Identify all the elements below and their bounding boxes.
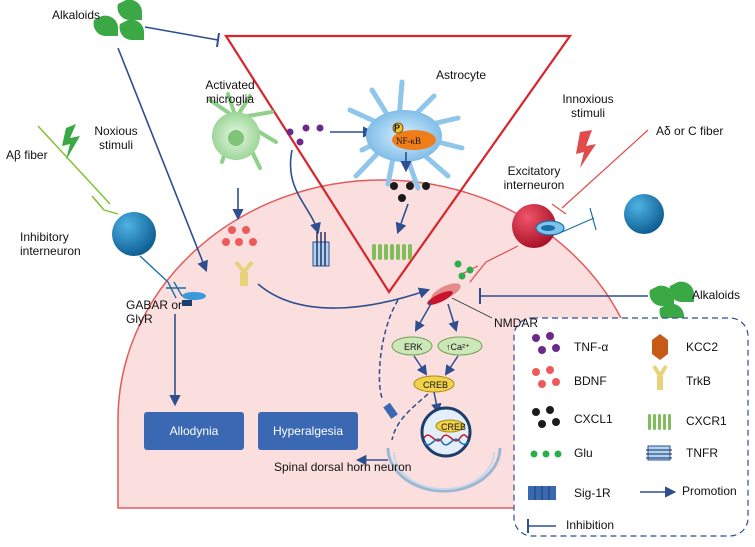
excitatory-interneuron-cell <box>512 204 556 248</box>
legend-trkb-label: TrkB <box>686 374 711 388</box>
trkb-to-nmdar-arrow <box>257 283 431 309</box>
alkaloids-right-label: Alkaloids <box>692 288 741 302</box>
noxious-bolt-icon <box>62 124 80 160</box>
legend-promotion-label: Promotion <box>682 484 737 498</box>
legend-bdnf-label: BDNF <box>574 374 607 388</box>
creb-nucleus-label: CREB <box>441 422 467 432</box>
creb-label: CREB <box>423 380 449 390</box>
allodynia-label: Allodynia <box>169 424 219 438</box>
alkaloids-top-label: Alkaloids <box>52 8 101 22</box>
excitatory-interneuron-label: Excitatory interneuron <box>503 164 565 192</box>
legend-tnfr-label: TNFR <box>686 446 718 460</box>
legend-glu-label: Glu <box>574 446 593 460</box>
nmdar-receptor <box>427 283 461 305</box>
legend-kcc2-label: KCC2 <box>686 340 719 354</box>
legend-cxcr1-label: CXCR1 <box>686 414 727 428</box>
adelta-c-fiber-label: Aδ or C fiber <box>656 124 724 138</box>
inhibitory-interneuron-cell <box>112 212 156 256</box>
inhibitory-interneuron-label: Inhibitory interneuron <box>20 230 81 258</box>
right-blue-neuron <box>624 194 664 234</box>
legend-tnf-label: TNF-α <box>574 340 609 354</box>
innoxious-bolt-icon <box>576 130 596 168</box>
gabar-receptor <box>182 292 206 306</box>
legend-tnfr-icon <box>646 445 672 461</box>
legend-kcc2-icon <box>652 334 668 360</box>
legend-sig1r-label: Sig-1R <box>574 486 611 500</box>
spinal-dorsal-horn-neuron-label: Spinal dorsal horn neuron <box>274 460 412 474</box>
legend-trkb-icon <box>652 364 668 390</box>
ca-label: ↑Ca²⁺ <box>446 342 470 352</box>
legend-cxcr1-icon <box>648 414 671 430</box>
legend-inhibition-label: Inhibition <box>566 518 615 532</box>
nfkb-label: NF-κB <box>396 136 422 146</box>
adelta-c-fiber <box>551 129 649 215</box>
erk-label: ERK <box>404 342 423 352</box>
ca-node <box>437 336 483 356</box>
innoxious-stimuli-label: Innoxious stimuli <box>562 92 614 120</box>
alkaloid-inhibition-line-top <box>144 26 219 41</box>
hyperalgesia-box <box>258 412 358 450</box>
tnfr-receptor <box>312 232 330 267</box>
nmdar-label: NMDAR <box>494 316 538 330</box>
cxcr1-receptor <box>372 244 412 260</box>
abeta-fiber <box>37 125 119 215</box>
glia-triangle <box>223 34 573 294</box>
legend-cxcl1-label: CXCL1 <box>574 412 613 426</box>
erk-node <box>391 336 433 356</box>
astrocyte-label: Astrocyte <box>436 68 487 82</box>
alkaloids-top-icon <box>93 0 145 40</box>
trkb-receptor <box>234 260 254 286</box>
astrocyte-p-label: P <box>394 123 401 133</box>
abeta-fiber-label: Aβ fiber <box>6 148 48 162</box>
legend-box <box>513 317 749 537</box>
nucleus <box>386 406 502 493</box>
microglia-icon <box>208 92 278 170</box>
allodynia-box <box>144 412 244 450</box>
hyperalgesia-label: Hyperalgesia <box>272 424 344 438</box>
noxious-stimuli-label: Noxious stimuli <box>94 124 138 152</box>
sig1r-marker <box>383 402 398 419</box>
legend-sig1r-icon <box>528 486 556 500</box>
astrocyte-icon <box>347 79 465 191</box>
gabar-glyr-label: GABAR or GlyR <box>126 298 183 326</box>
activated-microglia-label: Activated microglia <box>205 78 255 106</box>
alkaloid-arrow-down <box>117 47 208 273</box>
